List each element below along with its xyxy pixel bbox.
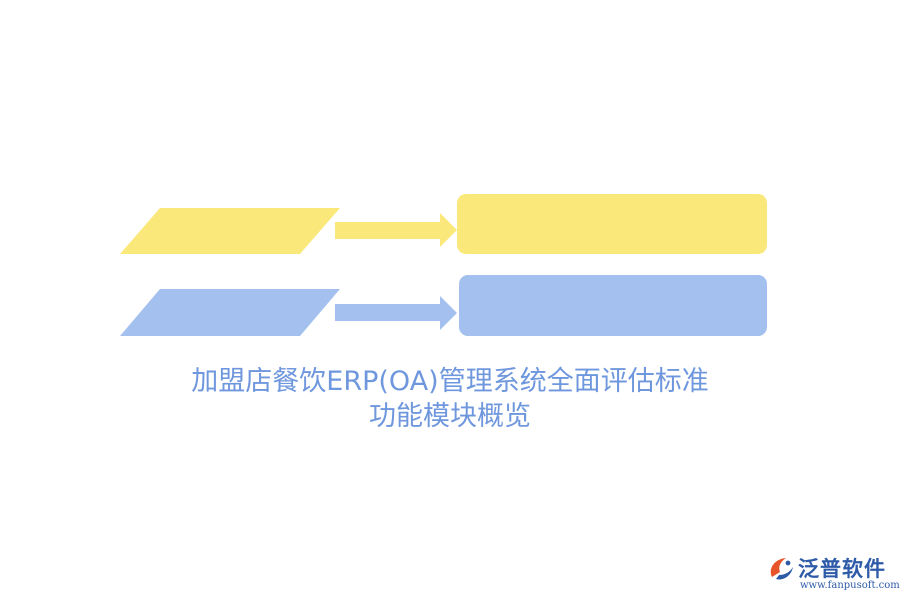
row1-parallelogram [120, 208, 340, 254]
row2-parallelogram [120, 289, 340, 336]
row1-box [457, 194, 767, 254]
row2-arrow [335, 296, 457, 330]
brand-name: 泛普软件 [798, 557, 886, 581]
row1-arrow [335, 213, 457, 247]
row2-box [459, 275, 767, 336]
brand-logo: 泛普软件 www.fanpusoft.com [766, 551, 900, 597]
diagram-title-line2: 功能模块概览 [369, 401, 531, 432]
fanpu-logo-icon [770, 558, 793, 580]
diagram-title-line1: 加盟店餐饮ERP(OA)管理系统全面评估标准 [191, 366, 709, 397]
brand-url: www.fanpusoft.com [800, 580, 900, 591]
